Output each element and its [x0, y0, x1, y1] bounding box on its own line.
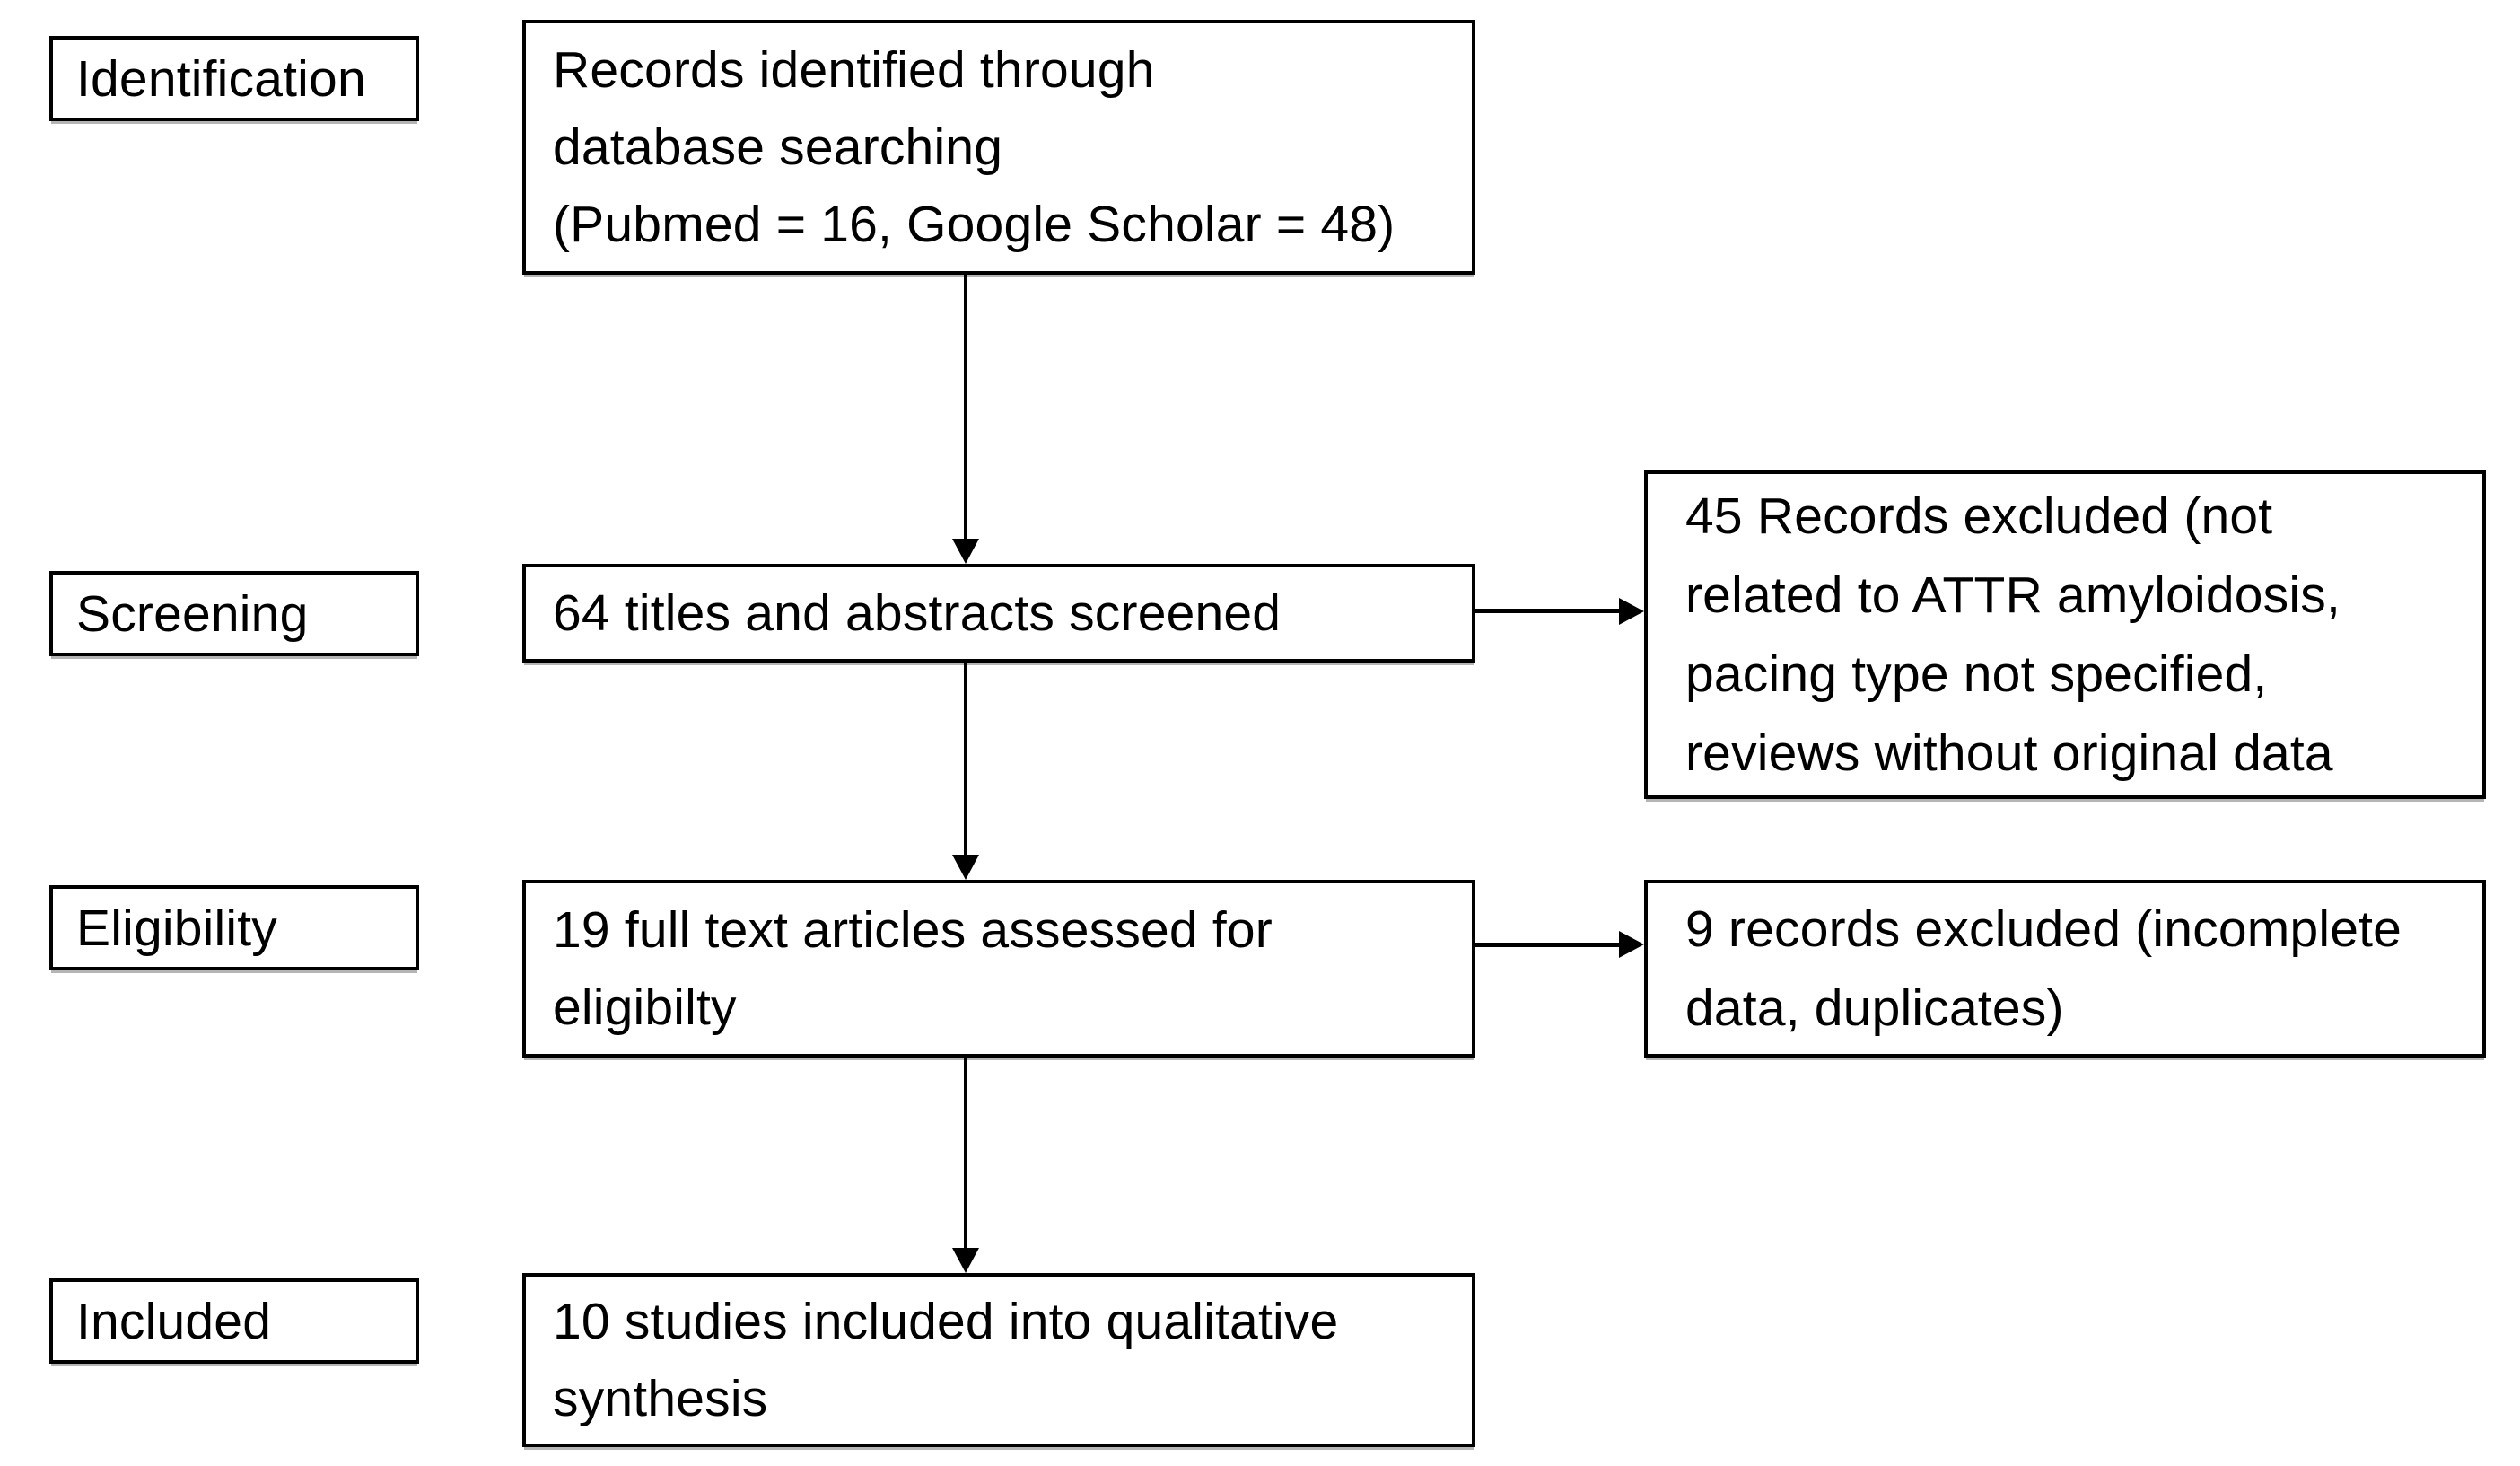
node-fulltext-assessed: 19 full text articles assessed for eligi…: [522, 880, 1475, 1058]
node-studies-included: 10 studies included into qualitative syn…: [522, 1273, 1475, 1447]
stage-label-eligibility: Eligibility: [49, 885, 419, 970]
arrow-assessed-to-excluded-line: [1475, 943, 1621, 947]
arrow-identified-to-screened-line: [964, 275, 967, 540]
stage-label-screening-text: Screening: [76, 584, 309, 643]
stage-label-screening: Screening: [49, 571, 419, 656]
stage-label-included: Included: [49, 1278, 419, 1364]
stage-label-included-text: Included: [76, 1292, 272, 1350]
arrow-screened-to-excluded-line: [1475, 609, 1621, 613]
stage-label-identification: Identification: [49, 36, 419, 121]
node-records-excluded-screening-text: 45 Records excluded (not related to ATTR…: [1685, 487, 2341, 782]
node-records-excluded-eligibility-text: 9 records excluded (incomplete data, dup…: [1685, 900, 2402, 1037]
node-fulltext-assessed-text: 19 full text articles assessed for eligi…: [553, 901, 1273, 1036]
node-records-excluded-eligibility: 9 records excluded (incomplete data, dup…: [1644, 880, 2486, 1058]
node-records-identified-text: Records identified through database sear…: [553, 41, 1396, 253]
stage-label-eligibility-text: Eligibility: [76, 899, 277, 957]
node-records-identified: Records identified through database sear…: [522, 20, 1475, 275]
node-records-excluded-screening: 45 Records excluded (not related to ATTR…: [1644, 470, 2486, 799]
arrow-screened-to-assessed-head-icon: [952, 855, 979, 880]
node-studies-included-text: 10 studies included into qualitative syn…: [553, 1293, 1339, 1427]
node-titles-abstracts-screened: 64 titles and abstracts screened: [522, 564, 1475, 663]
arrow-screened-to-excluded-head-icon: [1619, 598, 1644, 625]
arrow-assessed-to-included-line: [964, 1058, 967, 1250]
arrow-assessed-to-included-head-icon: [952, 1248, 979, 1273]
stage-label-identification-text: Identification: [76, 49, 366, 108]
node-titles-abstracts-screened-text: 64 titles and abstracts screened: [553, 584, 1282, 642]
arrow-identified-to-screened-head-icon: [952, 539, 979, 564]
arrow-screened-to-assessed-line: [964, 663, 967, 856]
arrow-assessed-to-excluded-head-icon: [1619, 931, 1644, 958]
